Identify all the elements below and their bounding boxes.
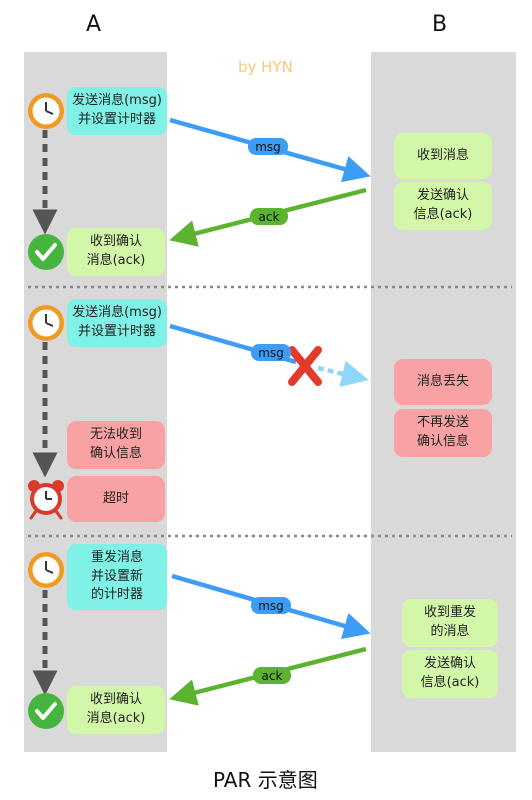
b-receive-resent-box: 收到重发 的消息: [402, 599, 498, 647]
b-send-ack-box: 发送确认 信息(ack): [402, 650, 498, 698]
host-a-column: [24, 52, 167, 752]
msg-label: msg: [248, 138, 288, 155]
msg-label-text: msg: [255, 140, 281, 154]
msg-label-text: msg: [258, 346, 284, 360]
author-credit: by HYN: [238, 58, 293, 76]
b-no-ack-sent-box: 不再发送 确认信息: [394, 409, 492, 457]
a-receive-ack-box: 收到确认 消息(ack): [67, 228, 165, 276]
a-send-message-box: 发送消息(msg) 并设置计时器: [67, 87, 167, 135]
msg-label-text: msg: [258, 599, 284, 613]
host-a-label: A: [86, 12, 102, 37]
ack-label-text: ack: [259, 210, 280, 224]
b-receive-message-box: 收到消息: [394, 133, 492, 179]
a-resend-message-box: 重发消息 并设置新 的计时器: [67, 544, 167, 610]
lost-msg-arrow: [317, 360, 369, 387]
clock-icon: [28, 305, 64, 341]
a-timeout-box: 超时: [67, 476, 165, 522]
a-no-ack-box: 无法收到 确认信息: [67, 421, 165, 469]
ack-label: ack: [253, 667, 291, 684]
msg-label: msg: [251, 344, 291, 361]
a-send-message-box: 发送消息(msg) 并设置计时器: [67, 299, 167, 347]
host-b-label: B: [432, 12, 448, 37]
b-send-ack-box: 发送确认 信息(ack): [394, 182, 492, 230]
checkmark-icon: [28, 693, 64, 729]
b-message-lost-box: 消息丢失: [394, 359, 492, 405]
clock-icon: [28, 93, 64, 129]
diagram-caption: PAR 示意图: [213, 768, 318, 792]
checkmark-icon: [28, 234, 64, 270]
clock-icon: [28, 552, 64, 588]
a-receive-ack-box: 收到确认 消息(ack): [67, 686, 165, 734]
alarm-clock-icon: [28, 480, 64, 520]
message-lost-x-icon: [288, 346, 322, 386]
msg-label: msg: [251, 597, 291, 614]
ack-label-text: ack: [262, 669, 283, 683]
ack-label: ack: [250, 208, 288, 225]
